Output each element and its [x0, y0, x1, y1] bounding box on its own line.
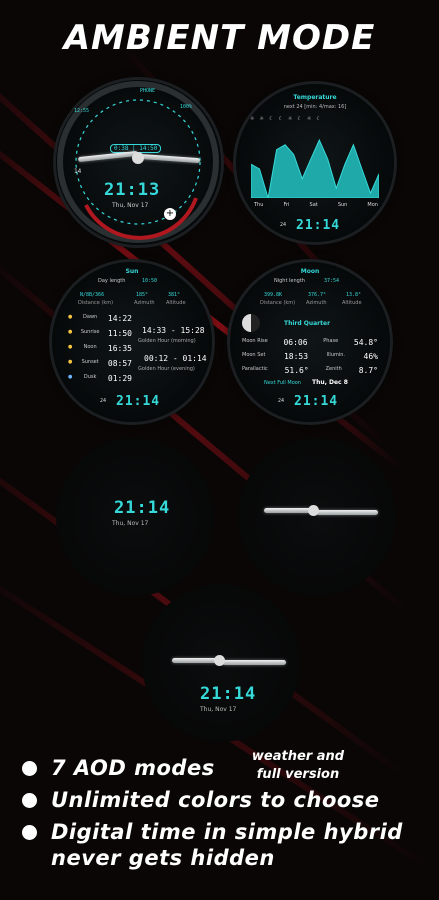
moon-phase-name: Third Quarter — [284, 320, 331, 327]
x-tick-2: Sat — [309, 202, 318, 208]
ring-label-battery: 100% — [180, 104, 193, 110]
night-length: 37:54 — [324, 278, 340, 284]
ring-label-phone: PHONE — [140, 88, 156, 94]
list-item: Unlimited colors to choose — [22, 787, 432, 813]
date: Thu, Nov 17 — [112, 202, 149, 209]
moon-distance: 399.8K — [264, 292, 283, 298]
seconds: 24 — [100, 398, 107, 404]
watch-moon: Moon Night length 37:54 399.8K 376.7° 13… — [230, 262, 390, 422]
feature-text: Unlimited colors to choose — [51, 788, 380, 812]
digital-time: 21:14 — [116, 394, 161, 409]
feature-text: 7 AOD modes — [51, 756, 215, 780]
digital-time: 21:14 — [294, 394, 339, 409]
golden-evening: 00:12 - 01:14 — [144, 354, 207, 363]
x-tick-4: Mon — [367, 202, 378, 208]
next-full-date: Thu, Dec 8 — [312, 379, 348, 386]
center-pin — [132, 152, 144, 164]
analog-dial — [57, 81, 219, 243]
golden-morning-label: Golden Hour (morning) — [138, 338, 196, 344]
night-length-label: Night length — [274, 278, 305, 284]
feature-text: Digital time in simple hybrid never gets… — [51, 820, 403, 870]
x-tick-0: Thu — [254, 202, 264, 208]
x-tick-3: Sun — [337, 202, 348, 208]
date: Thu, Nov 17 — [200, 706, 237, 713]
chart-title: Temperature — [293, 94, 337, 101]
azimuth-label: Azimuth — [306, 300, 327, 306]
page-title: AMBIENT MODE — [63, 18, 376, 58]
sun-title: Sun — [125, 268, 139, 275]
altitude: 381° — [168, 292, 181, 298]
version-note: weather and full version — [251, 749, 345, 782]
bullet-icon — [22, 761, 37, 776]
sun-icon: ● — [68, 344, 73, 350]
hour-hand — [264, 508, 312, 513]
azimuth: 185° — [136, 292, 149, 298]
watch-hybrid-simple: 21:14 Thu, Nov 17 — [142, 584, 300, 742]
minute-hand — [222, 660, 286, 665]
center-pin — [214, 655, 225, 666]
sun-icon: ● — [68, 374, 73, 380]
day-length: 10:50 — [142, 278, 158, 284]
day-length-label: Day length — [98, 278, 126, 284]
altitude-label: Altitude — [166, 300, 186, 306]
weather-icons-row: ☼☼☾☾☼☾☼☾ — [250, 116, 326, 122]
watch-hands-only — [238, 438, 396, 596]
distance-label: Distance (km) — [78, 300, 114, 306]
plus-icon[interactable]: + — [164, 208, 176, 220]
sun-icon: ● — [68, 314, 73, 320]
seconds: 24 — [280, 222, 287, 228]
distance: N/8B/366 — [80, 292, 105, 298]
seconds: 24 — [278, 398, 285, 404]
ring-label-time: 12:55 — [74, 108, 90, 114]
watch-sun: Sun Day length 10:50 N/8B/366 185° 381° … — [52, 262, 212, 422]
minute-hand — [316, 510, 378, 515]
temperature-chart — [251, 138, 379, 198]
sun-icon: ● — [68, 329, 73, 335]
altitude-label: Altitude — [342, 300, 362, 306]
bullet-icon — [22, 793, 37, 808]
watch-analog-hybrid: PHONE 100% 12:55 0:38 | 14:50 21:13 Thu,… — [56, 80, 221, 245]
azimuth-label: Azimuth — [134, 300, 155, 306]
sun-icon: ● — [68, 359, 73, 365]
feature-list: 7 AOD modes Unlimited colors to choose D… — [22, 755, 432, 877]
chart-x-axis: Thu Fri Sat Sun Mon — [254, 202, 378, 208]
x-tick-1: Fri — [283, 202, 290, 208]
watch-digital-minimal: 21:14 Thu, Nov 17 — [56, 438, 214, 596]
seconds: 14 — [74, 168, 82, 175]
golden-evening-label: Golden Hour (evening) — [138, 366, 195, 372]
digital-time: 21:14 — [200, 684, 257, 704]
digital-time: 21:13 — [104, 180, 161, 200]
chart-subtitle: next 24 [min: 4/max: 16] — [283, 104, 347, 110]
temperature-area-series — [251, 138, 379, 198]
date: Thu, Nov 17 — [112, 520, 149, 527]
list-item: Digital time in simple hybrid never gets… — [22, 819, 432, 871]
moon-phase-icon — [242, 314, 260, 332]
moon-title: Moon — [300, 268, 320, 275]
list-item: 7 AOD modes — [22, 755, 252, 781]
moon-altitude: 13.8° — [346, 292, 362, 298]
digital-time: 21:14 — [114, 498, 171, 518]
bullet-icon — [22, 825, 37, 840]
distance-label: Distance (km) — [260, 300, 296, 306]
center-pin — [308, 505, 319, 516]
watch-temperature: Temperature next 24 [min: 4/max: 16] ☼☼☾… — [236, 84, 394, 242]
hour-hand — [172, 658, 218, 663]
moon-azimuth: 376.7° — [308, 292, 327, 298]
golden-morning: 14:33 - 15:28 — [142, 326, 205, 335]
next-full-label: Next Full Moon — [264, 380, 301, 386]
digital-time: 21:14 — [296, 218, 341, 233]
